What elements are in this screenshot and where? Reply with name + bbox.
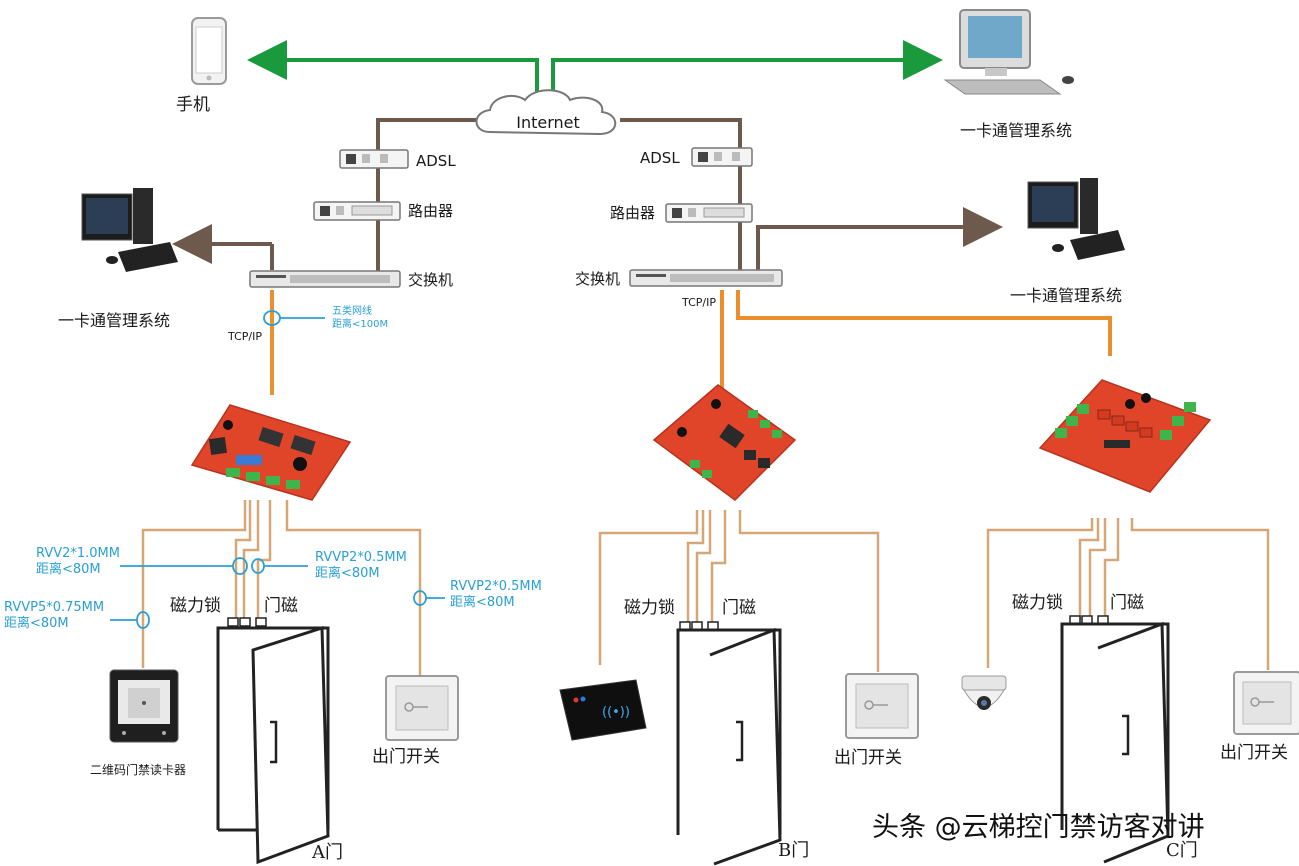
exit-switch-b-label: 出门开关 [834, 748, 902, 768]
rfid-card-reader-icon: ((•)) [559, 679, 647, 741]
exit-switch-c-label: 出门开关 [1220, 743, 1288, 763]
desktop-computer-icon-right [1027, 178, 1125, 260]
doorsensor-b-label: 门磁 [722, 598, 756, 618]
phone-icon [191, 17, 227, 85]
cable-rvv-a-spec: RVV2*1.0MM [36, 546, 120, 561]
adsl-b-label: ADSL [640, 149, 680, 167]
cable-rvvp-b-distance: 距离<80M [450, 594, 515, 610]
router-a-icon [313, 201, 401, 221]
door-c-icon [1060, 615, 1170, 864]
desktop-computer-icon-top [943, 9, 1074, 95]
cable-callouts [110, 310, 445, 629]
doorsensor-a-label: 门磁 [264, 596, 298, 616]
cat5-distance-label: 距离<100M [332, 317, 388, 330]
cable-rvvp5-distance: 距离<80M [4, 615, 69, 631]
cable-rvvp-b-spec: RVVP2*0.5MM [450, 579, 542, 594]
maglock-c-label: 磁力锁 [1012, 593, 1063, 613]
internet-cloud: Internet [475, 89, 617, 136]
mgmt-system-label-left: 一卡通管理系统 [58, 311, 170, 330]
cable-rvvp-a-distance: 距离<80M [315, 565, 380, 581]
phone-label: 手机 [176, 95, 210, 115]
exit-switch-a-label: 出门开关 [372, 747, 440, 767]
exit-button-c-icon [1233, 671, 1299, 735]
network-lines [172, 118, 1003, 275]
controller-board-a [190, 404, 352, 501]
field-wires-a [141, 500, 422, 675]
tcpip-lines [270, 290, 1112, 395]
tcpip-b-label: TCP/IP [681, 296, 716, 309]
tcpip-a-label: TCP/IP [227, 330, 262, 343]
exit-button-b-icon [845, 673, 919, 739]
adsl-modem-b-icon [691, 147, 753, 167]
maglock-b-label: 磁力锁 [624, 598, 675, 618]
door-b-label: B门 [778, 840, 809, 861]
door-a-label: A门 [311, 842, 343, 863]
cable-rvvp-a-spec: RVVP2*0.5MM [315, 550, 407, 565]
switch-b-icon [629, 269, 783, 287]
field-wires-c [986, 518, 1270, 670]
router-b-icon [665, 203, 753, 223]
mgmt-system-label-right: 一卡通管理系统 [1010, 286, 1122, 305]
cable-rvv-a-distance: 距离<80M [36, 561, 101, 577]
exit-button-a-icon [385, 675, 459, 741]
controller-board-b [652, 384, 797, 501]
dome-camera-icon [961, 675, 1007, 710]
door-a-icon [216, 617, 330, 865]
doorsensor-c-label: 门磁 [1110, 593, 1144, 613]
qr-card-reader-icon [109, 669, 179, 743]
watermark-text: 头条 @云梯控门禁访客对讲 [872, 812, 1205, 843]
maglock-a-label: 磁力锁 [170, 596, 221, 616]
switch-a-icon [249, 270, 401, 288]
cat5-cable-label: 五类网线 [332, 304, 372, 317]
switch-a-label: 交换机 [408, 271, 453, 289]
door-c-label: C门 [1166, 840, 1198, 861]
door-b-icon [676, 621, 782, 866]
router-b-label: 路由器 [610, 204, 655, 222]
internet-links [247, 40, 943, 100]
mgmt-system-label-top: 一卡通管理系统 [960, 121, 1072, 140]
qr-reader-label: 二维码门禁读卡器 [90, 762, 186, 777]
field-wires-b [598, 510, 880, 672]
internet-label: Internet [516, 113, 580, 132]
rfid-wave-icon: ((•)) [602, 705, 630, 720]
router-a-label: 路由器 [408, 202, 453, 220]
cable-rvvp5-spec: RVVP5*0.75MM [4, 600, 104, 615]
desktop-computer-icon-left [81, 188, 178, 272]
controller-board-c [1038, 379, 1212, 493]
switch-b-label: 交换机 [575, 270, 620, 288]
adsl-a-label: ADSL [416, 152, 456, 170]
adsl-modem-a-icon [339, 149, 409, 169]
